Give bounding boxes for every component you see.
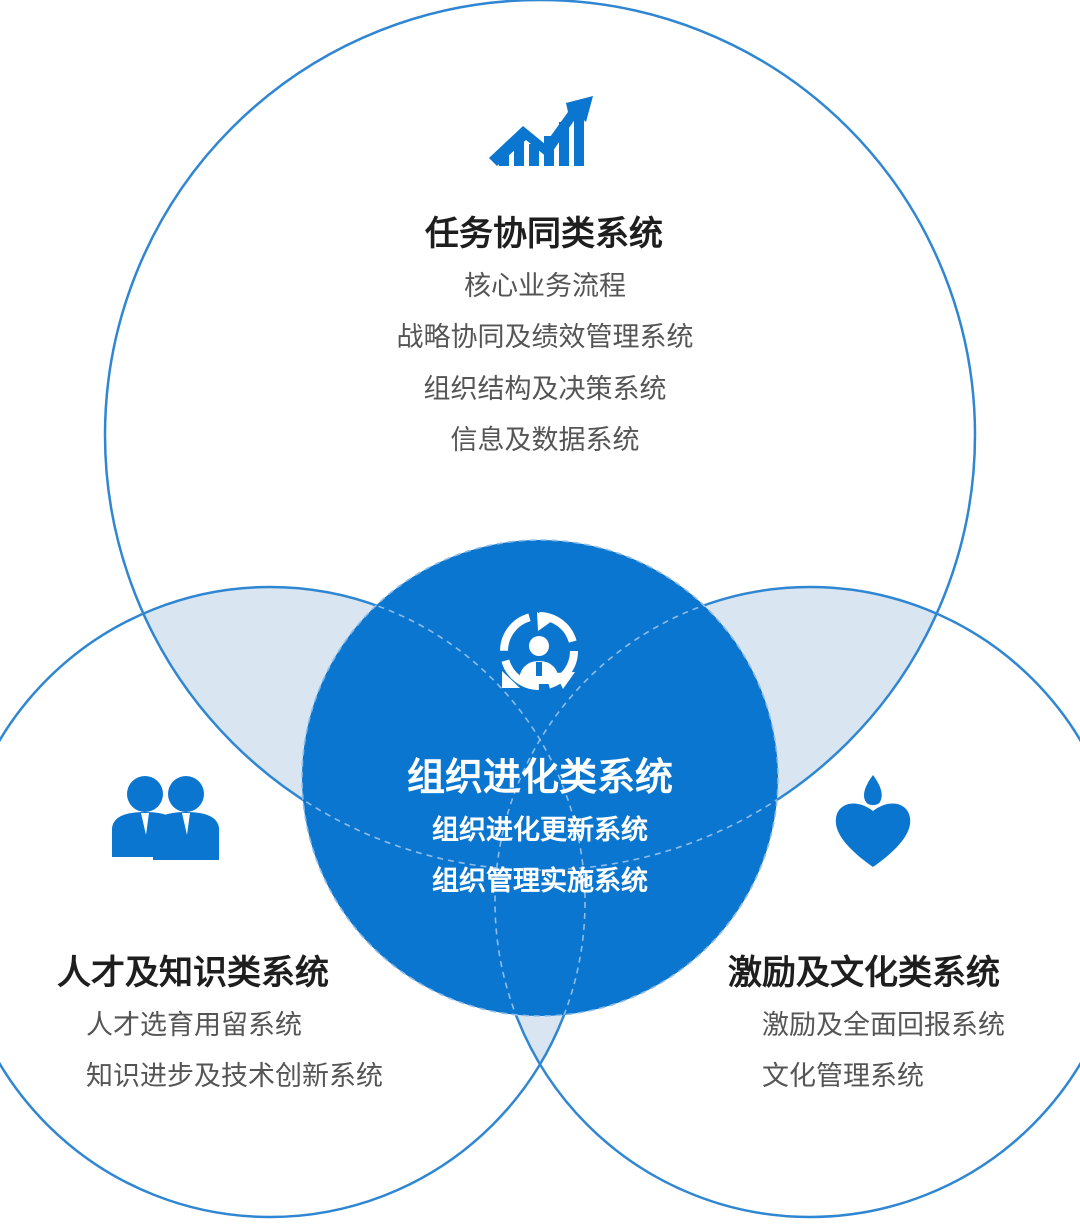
top-item-4: 信息及数据系统 bbox=[450, 425, 640, 456]
right-item-2: 文化管理系统 bbox=[762, 1061, 924, 1092]
top-item-1: 核心业务流程 bbox=[464, 271, 626, 302]
center-item-1: 组织进化更新系统 bbox=[432, 815, 648, 846]
circle-center bbox=[302, 540, 778, 1016]
left-title: 人才及知识类系统 bbox=[57, 953, 329, 993]
top-item-2: 战略协同及绩效管理系统 bbox=[396, 322, 694, 353]
growth-chart-icon bbox=[489, 96, 593, 166]
people-icon bbox=[112, 776, 219, 860]
top-title: 任务协同类系统 bbox=[425, 214, 663, 254]
heart-flame-icon bbox=[835, 775, 911, 867]
left-item-1: 人才选育用留系统 bbox=[86, 1010, 302, 1041]
left-item-2: 知识进步及技术创新系统 bbox=[86, 1061, 383, 1092]
center-title: 组织进化类系统 bbox=[406, 755, 674, 799]
top-item-3: 组织结构及决策系统 bbox=[423, 374, 667, 405]
right-title: 激励及文化类系统 bbox=[728, 953, 1000, 993]
center-item-2: 组织管理实施系统 bbox=[432, 866, 648, 897]
right-item-1: 激励及全面回报系统 bbox=[762, 1010, 1005, 1041]
person-cycle-icon bbox=[500, 612, 578, 690]
